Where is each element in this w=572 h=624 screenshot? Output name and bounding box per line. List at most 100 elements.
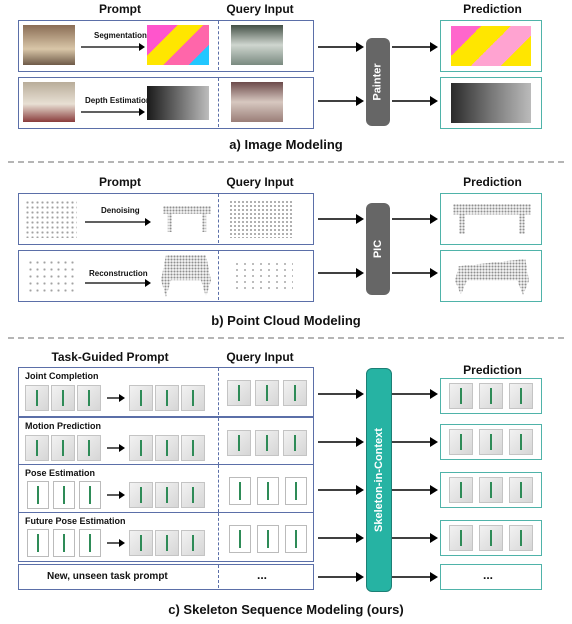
- skeleton-frame: [479, 429, 503, 455]
- arrow-to-prediction-icon: [392, 389, 438, 399]
- query-divider: [218, 194, 219, 243]
- pose-2d-frame: [257, 525, 279, 553]
- prediction-header-c: Prediction: [463, 363, 522, 377]
- arrow-icon: [81, 43, 145, 51]
- skeleton-frame: [181, 530, 205, 556]
- skeleton-frame: [181, 482, 205, 508]
- skeleton-frame: [227, 380, 251, 406]
- future-pose-estimation-label: Future Pose Estimation: [25, 516, 126, 526]
- segmentation-map-image: [147, 25, 209, 65]
- arrow-icon: [107, 491, 125, 499]
- pose-2d-frame: [27, 529, 49, 557]
- arrow-icon: [85, 218, 151, 226]
- query-ellipsis: ...: [257, 568, 268, 582]
- arrow-to-model-icon: [318, 572, 364, 582]
- pose-2d-frame: [229, 477, 251, 505]
- query-header-c: Query Input: [226, 350, 294, 364]
- prompt-row-segmentation: Segmentation: [18, 20, 314, 72]
- arrow-icon: [81, 108, 145, 116]
- query-divider: [218, 565, 219, 588]
- skeleton-frame: [155, 385, 179, 411]
- skeleton-frame: [479, 383, 503, 409]
- query-divider: [218, 78, 219, 127]
- skeleton-frame: [509, 383, 533, 409]
- skeleton-frame: [283, 430, 307, 456]
- predicted-bench-point-cloud: [455, 259, 529, 295]
- arrow-to-prediction-icon: [392, 437, 438, 447]
- skeleton-frame: [255, 380, 279, 406]
- prediction-box-future-pose: [440, 520, 542, 556]
- prompt-row-future-pose: Future Pose Estimation: [18, 512, 314, 562]
- query-divider: [218, 418, 219, 465]
- arrow-to-prediction-icon: [392, 96, 438, 106]
- query-divider: [218, 513, 219, 560]
- bedroom-image-2: [23, 82, 75, 122]
- pose-2d-frame: [79, 481, 101, 509]
- skeleton-frame: [25, 385, 49, 411]
- arrow-to-prediction-icon: [392, 485, 438, 495]
- predicted-segmentation-image: [451, 26, 531, 66]
- prediction-box-joint-completion: [440, 378, 542, 414]
- skeleton-frame: [77, 435, 101, 461]
- query-header-b: Query Input: [226, 175, 294, 189]
- arrow-to-model-icon: [318, 42, 364, 52]
- skeleton-frame: [51, 385, 75, 411]
- sparse-point-cloud: [27, 259, 77, 295]
- prediction-box-depth: [440, 77, 542, 129]
- predicted-depth-image: [451, 83, 531, 123]
- pose-2d-frame: [285, 525, 307, 553]
- query-divider: [218, 251, 219, 300]
- query-divider: [218, 465, 219, 512]
- prompt-row-reconstruction: Reconstruction: [18, 250, 314, 302]
- skeleton-frame: [509, 429, 533, 455]
- pose-2d-frame: [79, 529, 101, 557]
- prompt-header-b: Prompt: [99, 175, 141, 189]
- denoising-label: Denoising: [101, 206, 140, 215]
- prompt-header-c: Task-Guided Prompt: [51, 350, 169, 364]
- query-divider: [218, 21, 219, 70]
- pic-label: PIC: [372, 239, 384, 259]
- pose-2d-frame: [53, 481, 75, 509]
- skeleton-in-context-model: Skeleton-in-Context: [366, 368, 392, 592]
- noisy-point-cloud: [25, 200, 77, 238]
- chair-point-cloud: [161, 255, 211, 297]
- pose-2d-frame: [27, 481, 49, 509]
- prediction-box-segmentation: [440, 20, 542, 72]
- prediction-box-reconstruction: [440, 250, 542, 302]
- prediction-ellipsis: ...: [483, 568, 494, 582]
- painter-label: Painter: [372, 63, 385, 101]
- skeleton-frame: [155, 435, 179, 461]
- section-separator: [8, 337, 564, 339]
- arrow-to-prediction-icon: [392, 214, 438, 224]
- skeleton-in-context-label: Skeleton-in-Context: [373, 428, 385, 532]
- skeleton-frame: [181, 435, 205, 461]
- prediction-header-a: Prediction: [463, 2, 522, 16]
- skeleton-frame: [509, 477, 533, 503]
- prompt-row-motion-prediction: Motion Prediction: [18, 417, 314, 467]
- pose-2d-frame: [257, 477, 279, 505]
- arrow-to-model-icon: [318, 389, 364, 399]
- query-header-a: Query Input: [226, 2, 294, 16]
- skeleton-frame: [155, 530, 179, 556]
- skeleton-frame: [479, 525, 503, 551]
- depth-map-image: [147, 86, 209, 120]
- skeleton-frame: [449, 477, 473, 503]
- depth-estimation-label: Depth Estimation: [85, 96, 151, 105]
- prompt-row-denoising: Denoising: [18, 193, 314, 245]
- skeleton-frame: [449, 383, 473, 409]
- prediction-box-new-task: ...: [440, 564, 542, 590]
- skeleton-frame: [77, 385, 101, 411]
- arrow-icon: [107, 539, 125, 547]
- new-task-label: New, unseen task prompt: [47, 571, 168, 582]
- arrow-to-prediction-icon: [392, 572, 438, 582]
- pose-estimation-label: Pose Estimation: [25, 468, 96, 478]
- pic-model: PIC: [366, 203, 390, 295]
- joint-completion-label: Joint Completion: [25, 371, 99, 381]
- sparse-query-point-cloud: [233, 261, 293, 293]
- arrow-to-model-icon: [318, 485, 364, 495]
- prompt-row-pose-estimation: Pose Estimation: [18, 464, 314, 514]
- skeleton-frame: [129, 530, 153, 556]
- arrow-to-model-icon: [318, 214, 364, 224]
- arrow-icon: [85, 279, 151, 287]
- prompt-row-joint-completion: Joint Completion: [18, 367, 314, 417]
